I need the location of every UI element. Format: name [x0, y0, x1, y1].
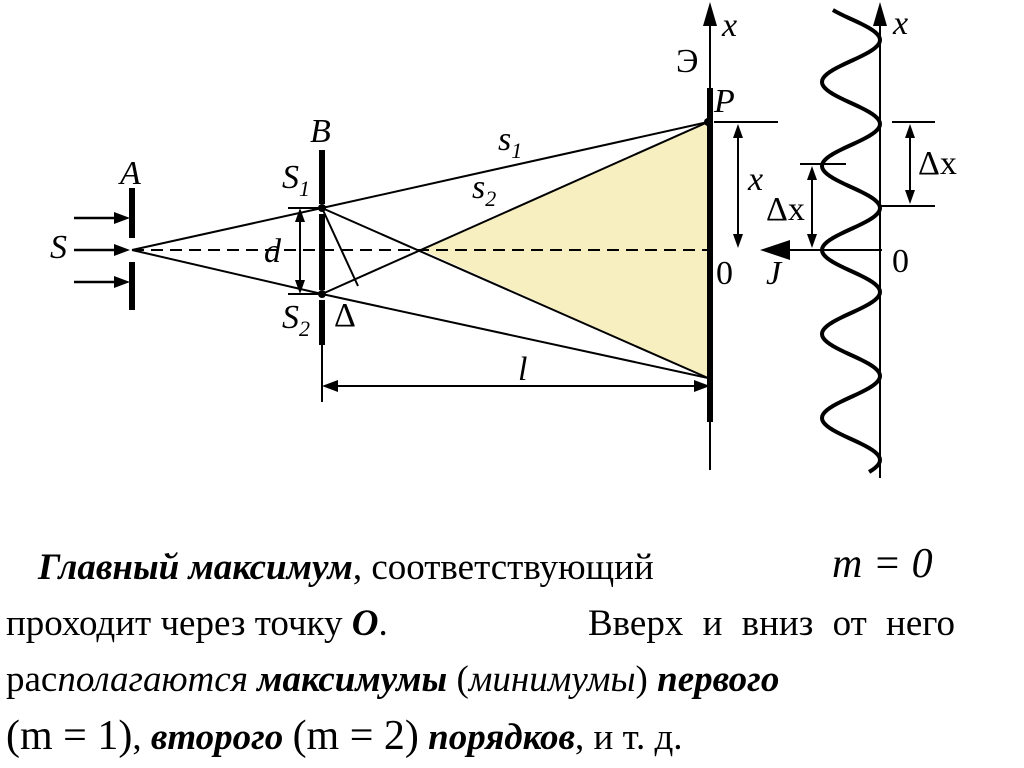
label-ray-s2: s2 [472, 169, 496, 211]
ray-s2-to-p [321, 121, 709, 295]
label-zero-intensity: 0 [892, 243, 909, 280]
caption-formula-m2: (m = 2) [292, 713, 419, 759]
ray-s1-to-bottom [321, 207, 709, 379]
intensity-j-arrowhead [760, 240, 790, 260]
label-ray-s2-letter: s [472, 169, 485, 206]
label-ray-s1: s1 [498, 121, 522, 163]
point-p-marker [704, 118, 712, 126]
ray-s1-to-p [321, 121, 709, 209]
caption-minima: минимумы [468, 659, 636, 700]
ray-source-s2 [131, 249, 323, 295]
label-d: d [264, 233, 282, 270]
caption: Главный максимум, соответствующий m = 0 … [6, 540, 1018, 764]
intensity-curve [819, 8, 883, 474]
label-s2-letter: S [282, 299, 299, 336]
label-s1: S1 [282, 159, 310, 201]
caption-line-3: располагаются максимумы (минимумы) перво… [6, 652, 1018, 708]
screen-axis-arrowhead [703, 2, 717, 26]
caption-passes: проходит через точку [6, 603, 343, 644]
caption-line-4: (m = 1), второго (m = 2) порядков, и т. … [6, 708, 1018, 764]
caption-polagayutsya: полагаются [57, 659, 248, 700]
label-point-p: P [713, 83, 735, 120]
label-delta-x-left: Δx [766, 191, 805, 228]
label-x-screen: x [721, 7, 737, 44]
incident-arrows [74, 212, 130, 288]
caption-open-paren: ( [447, 659, 469, 700]
caption-formula-m0: m = 0 [832, 541, 933, 587]
label-ray-s2-index: 2 [485, 186, 496, 211]
label-ray-s1-letter: s [498, 121, 511, 158]
label-barrier-b: B [310, 113, 331, 150]
caption-ras: рас [6, 659, 58, 700]
label-s2-index: 2 [299, 316, 310, 341]
label-coord-x: x [747, 161, 763, 198]
label-screen: Э [676, 43, 698, 80]
label-s1-letter: S [282, 159, 299, 196]
double-slit-diagram: x x Э P B A S S1 S2 s1 s2 d Δ x Δx Δx 0 … [50, 2, 957, 478]
caption-tail: , и т. д. [575, 717, 683, 758]
caption-second: второго [150, 717, 284, 758]
delta-x-markers [800, 121, 935, 248]
label-x-intensity: x [892, 5, 908, 42]
caption-maxima: максимумы [257, 659, 448, 700]
label-path-diff: Δ [334, 297, 356, 334]
caption-period: . [378, 603, 388, 644]
label-intensity-j: J [766, 255, 783, 292]
ray-source-s1 [131, 207, 323, 251]
label-ray-s1-index: 1 [511, 138, 522, 163]
caption-close-paren: ) [635, 659, 648, 700]
label-barrier-a: A [118, 155, 141, 192]
caption-corresponding: , соответствующий [352, 547, 654, 588]
label-s1-index: 1 [299, 176, 310, 201]
dimension-l [321, 345, 710, 402]
caption-line-1: Главный максимум, соответствующий m = 0 [6, 540, 1018, 596]
path-diff-line [321, 207, 359, 287]
label-l: l [518, 351, 527, 388]
fringe-region [422, 122, 708, 378]
label-delta-x-right: Δx [918, 145, 957, 182]
label-source-s: S [50, 229, 67, 266]
dimension-x [714, 121, 778, 248]
caption-line-2: проходит через точку O. Вверх и вниз от … [6, 596, 1018, 652]
caption-main-max: Главный максимум [38, 547, 353, 588]
caption-orders: порядков [428, 717, 576, 758]
caption-first: первого [657, 659, 780, 700]
label-s2: S2 [282, 299, 310, 341]
caption-formula-m1: (m = 1) [6, 713, 133, 759]
label-zero-screen: 0 [716, 255, 733, 292]
intensity-axis-arrowhead [873, 2, 887, 26]
caption-point-o: O [351, 603, 379, 644]
caption-comma: , [132, 717, 142, 758]
dimension-d [288, 207, 318, 295]
caption-up-down: Вверх и вниз от него [588, 603, 956, 644]
ray-s2-to-bottom [321, 293, 709, 379]
